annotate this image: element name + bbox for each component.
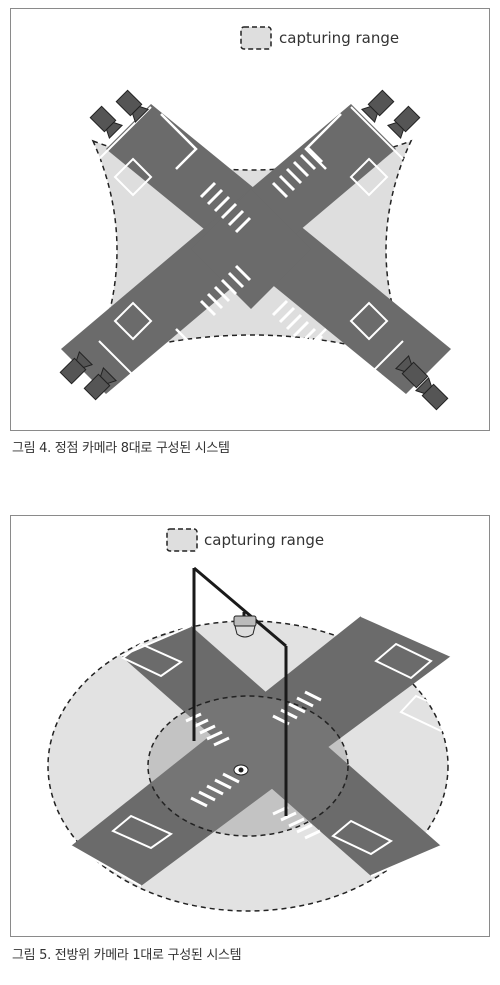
fig5-legend: capturing range [166,528,324,552]
figure-5-svg: capturing range [47,528,463,912]
legend-label: capturing range [279,29,399,47]
camera-icon [414,376,449,411]
fig4-legend: capturing range [240,26,399,50]
camera-icon [386,105,421,140]
figure-5-caption: 그림 5. 전방위 카메라 1대로 구성된 시스템 [12,948,242,963]
legend-swatch [166,528,198,552]
camera-icon [59,350,94,385]
fig5-roads [70,615,463,887]
legend-swatch [240,26,272,50]
camera-icon [115,89,150,124]
omnidirectional-camera-icon [233,615,257,638]
fig4-roads [61,104,451,394]
figure-5-diagram: capturing range [10,515,490,937]
fig5-ground-marker [233,764,249,776]
figure-4-caption: 그림 4. 정점 카메라 8대로 구성된 시스템 [12,441,230,456]
figure-4-svg: capturing range [59,26,451,411]
camera-icon [83,366,118,401]
camera-icon [394,354,429,389]
fig5-inner-capturing-range [147,695,349,837]
fig4-cameras [59,89,449,411]
camera-icon [360,89,395,124]
camera-icon [89,105,124,140]
legend-label: capturing range [204,531,324,549]
fig4-crosswalks [199,146,324,352]
figure-4-diagram: capturing range [10,8,490,431]
